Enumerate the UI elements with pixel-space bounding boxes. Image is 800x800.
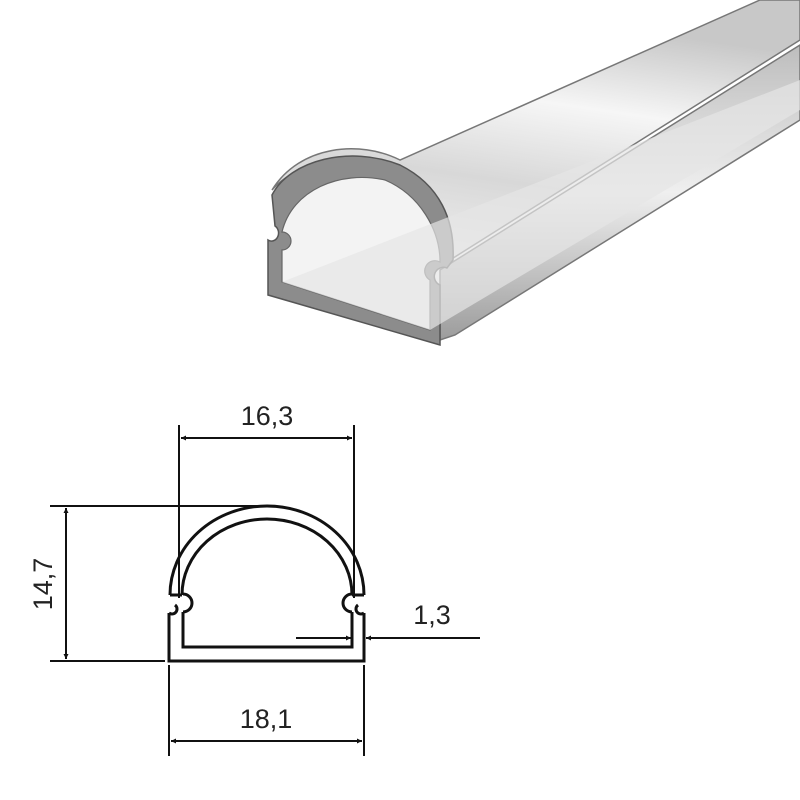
left-wall-top	[168, 603, 179, 616]
dimension-lines	[50, 425, 480, 756]
left-notch	[182, 592, 194, 614]
outer-width-label: 18,1	[240, 704, 293, 734]
cross-section	[167, 504, 366, 663]
right-notch	[341, 592, 353, 614]
height-label: 14,7	[28, 558, 58, 611]
wall-thickness-label: 1,3	[413, 600, 451, 630]
inner-floor	[282, 80, 800, 330]
channel-outer	[167, 613, 366, 663]
profile-3d-view	[267, 0, 800, 346]
inner-width-label: 16,3	[241, 401, 294, 431]
channel-inner	[181, 612, 354, 649]
right-wall-top	[354, 603, 365, 616]
dome-inner	[180, 517, 354, 596]
